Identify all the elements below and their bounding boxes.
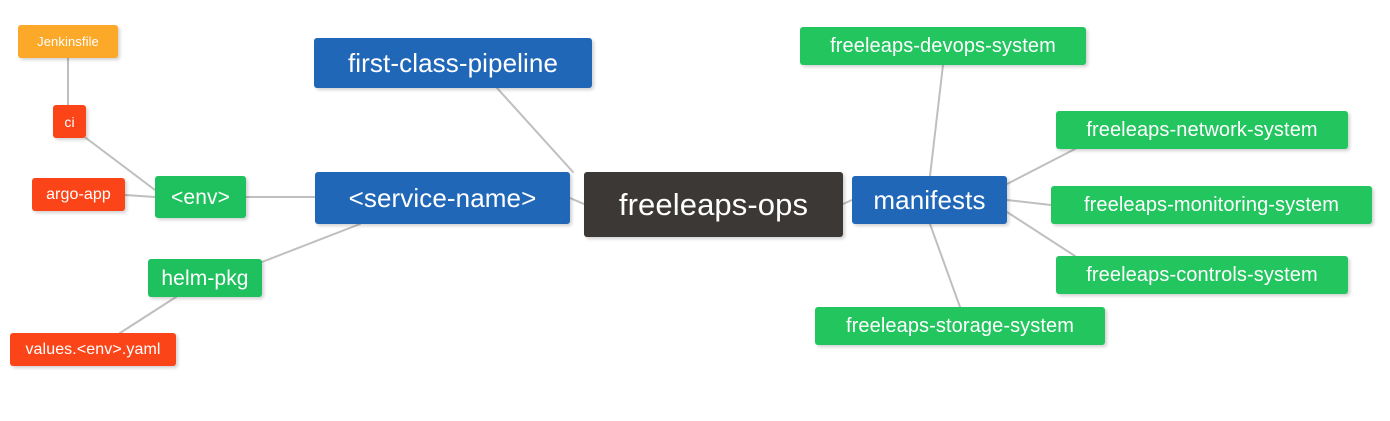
mindmap-node-label: freeleaps-storage-system xyxy=(845,315,1075,337)
mindmap-edge-manifests-to-freeleaps-monitoring-system xyxy=(1006,199,1052,206)
mindmap-node-label: manifests xyxy=(873,185,986,215)
mindmap-node-helm-pkg[interactable]: helm-pkg xyxy=(148,259,262,297)
mindmap-edge-manifests-to-freeleaps-storage-system xyxy=(929,223,961,308)
mindmap-node-ci[interactable]: ci xyxy=(53,105,86,138)
mindmap-edge-manifests-to-freeleaps-devops-system xyxy=(929,64,944,177)
mindmap-node-freeleaps-ops[interactable]: freeleaps-ops xyxy=(584,172,843,237)
mindmap-node-values-env-yaml[interactable]: values.<env>.yaml xyxy=(10,333,176,366)
mindmap-node-label: first-class-pipeline xyxy=(347,48,559,78)
mindmap-node-label: ci xyxy=(64,113,75,130)
mindmap-node-service-name[interactable]: <service-name> xyxy=(315,172,570,224)
mindmap-edge-freeleaps-ops-to-service-name xyxy=(569,197,585,205)
mindmap-node-freeleaps-monitoring-system[interactable]: freeleaps-monitoring-system xyxy=(1051,186,1372,224)
mindmap-node-label: freeleaps-devops-system xyxy=(830,35,1056,57)
mindmap-node-label: helm-pkg xyxy=(161,266,249,290)
mindmap-node-freeleaps-storage-system[interactable]: freeleaps-storage-system xyxy=(815,307,1105,345)
mindmap-node-label: <env> xyxy=(171,185,230,209)
mindmap-node-label: freeleaps-monitoring-system xyxy=(1083,194,1339,216)
mindmap-edge-manifests-to-freeleaps-network-system xyxy=(1006,148,1076,185)
mindmap-node-first-class-pipeline[interactable]: first-class-pipeline xyxy=(314,38,592,88)
mindmap-node-freeleaps-network-system[interactable]: freeleaps-network-system xyxy=(1056,111,1348,149)
mindmap-node-jenkinsfile[interactable]: Jenkinsfile xyxy=(18,25,118,58)
mindmap-node-freeleaps-controls-system[interactable]: freeleaps-controls-system xyxy=(1056,256,1348,294)
mindmap-node-argo-app[interactable]: argo-app xyxy=(32,178,125,211)
mindmap-edge-freeleaps-ops-to-manifests xyxy=(842,199,853,205)
mindmap-node-label: values.<env>.yaml xyxy=(25,340,161,358)
mindmap-node-freeleaps-devops-system[interactable]: freeleaps-devops-system xyxy=(800,27,1086,65)
mindmap-node-label: freeleaps-controls-system xyxy=(1086,264,1318,286)
mindmap-node-label: <service-name> xyxy=(348,183,537,213)
mindmap-edge-helm-pkg-to-values-env-yaml xyxy=(119,296,177,334)
mindmap-node-label: freeleaps-network-system xyxy=(1086,119,1318,141)
mindmap-node-label: argo-app xyxy=(46,185,111,203)
mindmap-edge-service-name-to-helm-pkg xyxy=(261,223,361,263)
mindmap-edge-service-name-to-first-class-pipeline xyxy=(496,87,574,173)
mindmap-node-label: freeleaps-ops xyxy=(618,187,809,222)
mindmap-node-manifests[interactable]: manifests xyxy=(852,176,1007,224)
mindmap-edge-env-to-argo-app xyxy=(124,194,156,198)
mindmap-node-label: Jenkinsfile xyxy=(37,34,99,49)
mindmap-node-env[interactable]: <env> xyxy=(155,176,246,218)
